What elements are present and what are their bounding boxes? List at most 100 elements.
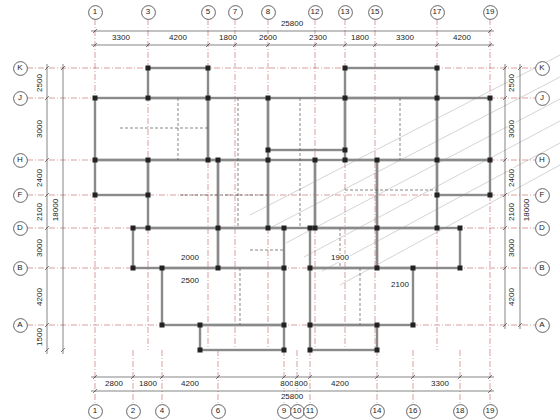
axis-number: 4 — [155, 404, 170, 419]
axis-number: B — [535, 261, 550, 276]
axis-bubble: 10 — [290, 404, 305, 419]
columns — [93, 66, 493, 353]
dimension-text: 3000 — [36, 119, 44, 139]
axis-number: H — [13, 153, 28, 168]
axis-number: F — [13, 188, 28, 203]
walls — [95, 68, 490, 350]
dimension-text: 4200 — [36, 287, 44, 307]
dimension-text: 1800 — [218, 34, 238, 42]
dimension-text: 2100 — [390, 281, 410, 289]
axis-bubble: 5 — [201, 5, 216, 20]
dimension-text: 3000 — [508, 119, 516, 139]
axis-bubble: H — [13, 153, 28, 168]
axis-bubble: 14 — [370, 404, 385, 419]
axis-number: J — [535, 91, 550, 106]
dimension-text: 1800 — [138, 380, 158, 388]
axis-bubble: A — [13, 318, 28, 333]
axis-number: K — [13, 61, 28, 76]
dimension-lines — [45, 29, 522, 393]
beams — [120, 98, 437, 325]
grid-axes — [27, 19, 535, 404]
axis-number: 1 — [88, 404, 103, 419]
axis-number: 19 — [483, 404, 498, 419]
axis-bubble: 4 — [155, 404, 170, 419]
dimension-text: 1900 — [330, 254, 350, 262]
axis-bubble: J — [535, 91, 550, 106]
axis-number: 1 — [88, 5, 103, 20]
axis-number: B — [13, 261, 28, 276]
dimension-text: 18000 — [52, 198, 60, 222]
axis-bubble: F — [535, 188, 550, 203]
axis-number: 7 — [228, 5, 243, 20]
dimension-text: 2400 — [36, 168, 44, 188]
axis-bubble: H — [535, 153, 550, 168]
axis-number: 12 — [308, 5, 323, 20]
axis-bubble: 16 — [406, 404, 421, 419]
axis-number: 11 — [303, 404, 318, 419]
axis-number: A — [535, 318, 550, 333]
axis-number: 13 — [338, 5, 353, 20]
axis-bubble: 3 — [141, 5, 156, 20]
dimension-text: 3000 — [36, 238, 44, 258]
axis-bubble: 18 — [453, 404, 468, 419]
dimension-text: 2800 — [104, 380, 124, 388]
axis-number: 15 — [368, 5, 383, 20]
dimension-text: 2400 — [508, 168, 516, 188]
axis-bubble: 11 — [303, 404, 318, 419]
dimension-text: 18000 — [523, 198, 531, 222]
dimension-text: 2000 — [180, 254, 200, 262]
dimension-text: 3300 — [430, 380, 450, 388]
axis-number: K — [535, 61, 550, 76]
axis-bubble: 19 — [483, 404, 498, 419]
axis-bubble: D — [13, 221, 28, 236]
axis-bubble: 6 — [211, 404, 226, 419]
axis-number: 14 — [370, 404, 385, 419]
axis-number: 10 — [290, 404, 305, 419]
dimension-text: 4200 — [180, 380, 200, 388]
axis-bubble: 1 — [88, 5, 103, 20]
axis-bubble: 1 — [88, 404, 103, 419]
dimension-text: 2100 — [36, 202, 44, 222]
dimension-text: 2500 — [508, 73, 516, 93]
axis-bubble: 15 — [368, 5, 383, 20]
axis-number: D — [13, 221, 28, 236]
axis-bubble: 7 — [228, 5, 243, 20]
axis-bubble: K — [535, 61, 550, 76]
axis-bubble: B — [13, 261, 28, 276]
axis-bubble: 8 — [261, 5, 276, 20]
axis-bubble: D — [535, 221, 550, 236]
axis-bubble: F — [13, 188, 28, 203]
axis-number: H — [535, 153, 550, 168]
axis-bubble: 13 — [338, 5, 353, 20]
axis-number: D — [535, 221, 550, 236]
axis-bubble: 9 — [277, 404, 292, 419]
axis-number: 17 — [430, 5, 445, 20]
axis-bubble: 2 — [126, 404, 141, 419]
axis-number: J — [13, 91, 28, 106]
axis-number: 3 — [141, 5, 156, 20]
dimension-text: 2500 — [180, 277, 200, 285]
dimension-text: 4200 — [452, 34, 472, 42]
axis-number: F — [535, 188, 550, 203]
axis-number: 6 — [211, 404, 226, 419]
dimension-text: 2500 — [36, 73, 44, 93]
dimension-text: 4200 — [508, 287, 516, 307]
dimension-text: 2600 — [258, 34, 278, 42]
axis-number: 2 — [126, 404, 141, 419]
axis-bubble: K — [13, 61, 28, 76]
axis-number: 19 — [483, 5, 498, 20]
axis-number: 8 — [261, 5, 276, 20]
axis-number: 5 — [201, 5, 216, 20]
axis-number: 16 — [406, 404, 421, 419]
axis-bubble: B — [535, 261, 550, 276]
dimension-text: 3300 — [111, 34, 131, 42]
dimension-text: 2300 — [308, 34, 328, 42]
dimension-text: 3300 — [395, 34, 415, 42]
dimension-text: 2100 — [508, 202, 516, 222]
dimension-text: 25800 — [280, 393, 304, 401]
axis-number: 18 — [453, 404, 468, 419]
watermark-lines — [250, 55, 560, 285]
axis-bubble: J — [13, 91, 28, 106]
